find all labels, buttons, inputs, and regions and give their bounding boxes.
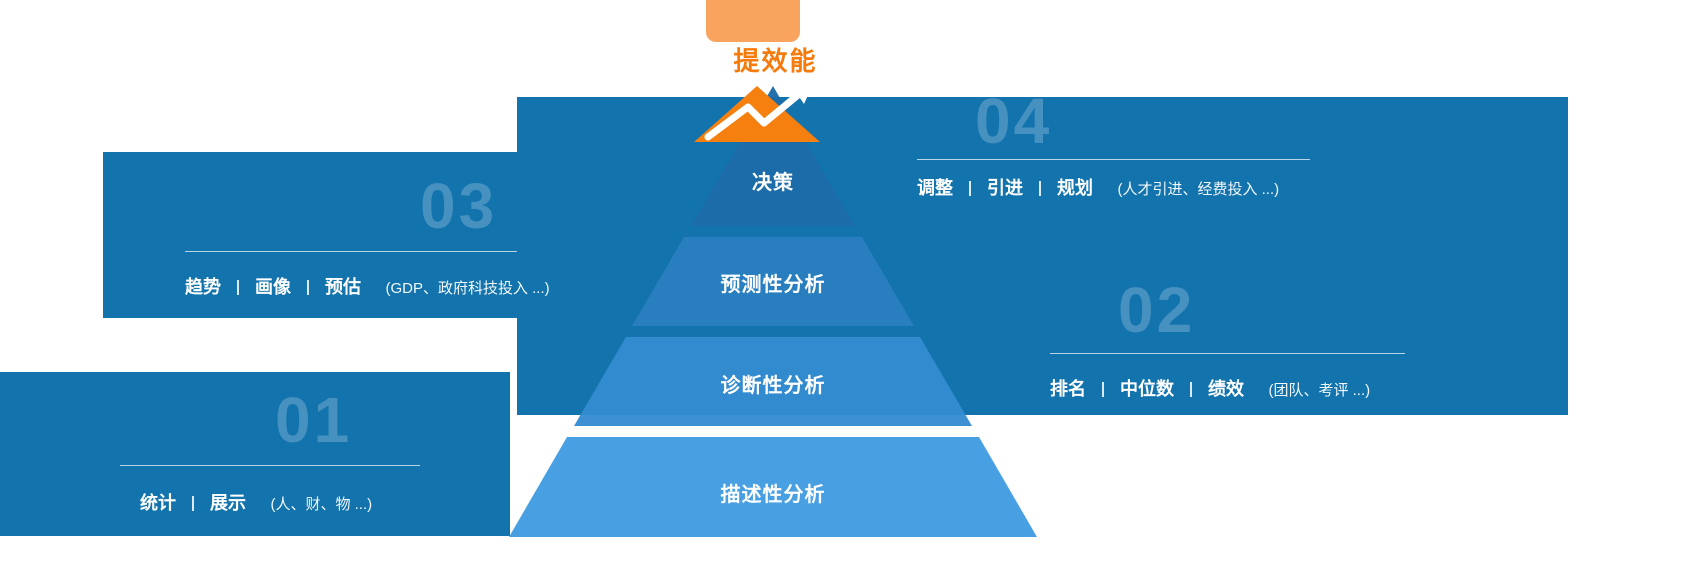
card-content: 统计 展示 (人、财、物 ...) xyxy=(140,492,372,516)
card-keyword: 规划 xyxy=(1057,178,1093,198)
card-keyword: 绩效 xyxy=(1208,379,1244,399)
peak-arrowhead-icon xyxy=(793,82,814,104)
card-keyword: 画像 xyxy=(255,277,291,297)
keyword-divider xyxy=(1039,181,1041,196)
pyramid-label-decision: 决策 xyxy=(752,172,794,194)
card-01-descriptive: 01 统计 展示 (人、财、物 ...) xyxy=(0,372,510,536)
pyramid-level-descriptive-shape xyxy=(509,437,1037,537)
card-keyword: 调整 xyxy=(917,178,953,198)
keyword-divider xyxy=(237,280,239,295)
card-divider-line xyxy=(185,251,575,252)
peak-arrow-icon xyxy=(704,91,802,141)
keyword-divider xyxy=(1102,382,1104,397)
pyramid-level-decision-shape xyxy=(691,86,855,226)
card-note: (GDP、政府科技投入 ...) xyxy=(385,280,550,297)
keyword-divider xyxy=(969,181,971,196)
card-number: 04 xyxy=(975,85,1053,157)
card-keyword: 中位数 xyxy=(1120,379,1174,399)
pyramid-label-diagnostic: 诊断性分析 xyxy=(720,375,826,397)
card-keyword: 统计 xyxy=(140,493,176,513)
keyword-divider xyxy=(1190,382,1192,397)
card-note: (人、财、物 ...) xyxy=(270,496,373,513)
pyramid-level-predictive-shape xyxy=(632,237,914,326)
card-keywords: 统计 展示 xyxy=(140,493,246,513)
card-content: 排名 中位数 绩效 (团队、考评 ...) xyxy=(1050,378,1370,402)
card-divider-line xyxy=(917,159,1310,160)
card-number: 03 xyxy=(420,170,498,242)
card-content: 调整 引进 规划 (人才引进、经费投入 ...) xyxy=(917,177,1279,201)
card-divider-line xyxy=(120,465,420,466)
pyramid-level-diagnostic-shape xyxy=(574,337,972,426)
card-keywords: 调整 引进 规划 xyxy=(917,178,1093,198)
card-keyword: 预估 xyxy=(325,277,361,297)
peak-title: 提效能 xyxy=(733,46,818,76)
peak-flag-icon xyxy=(706,0,800,42)
card-keyword: 展示 xyxy=(210,493,246,513)
card-note: (团队、考评 ...) xyxy=(1268,382,1371,399)
card-number: 02 xyxy=(1118,274,1196,346)
card-note: (人才引进、经费投入 ...) xyxy=(1117,181,1280,198)
card-keywords: 排名 中位数 绩效 xyxy=(1050,379,1244,399)
keyword-divider xyxy=(192,496,194,511)
card-divider-line xyxy=(1050,353,1405,354)
card-keyword: 趋势 xyxy=(185,277,221,297)
keyword-divider xyxy=(307,280,309,295)
pyramid-label-predictive: 预测性分析 xyxy=(720,274,826,296)
card-keyword: 排名 xyxy=(1050,379,1086,399)
pyramid-label-descriptive: 描述性分析 xyxy=(720,484,826,506)
card-keyword: 引进 xyxy=(987,178,1023,198)
card-number: 01 xyxy=(275,384,353,456)
card-content: 趋势 画像 预估 (GDP、政府科技投入 ...) xyxy=(185,276,550,300)
card-04-decision: 04 调整引进规划 (人才引进、经费投入 ...) xyxy=(517,89,1568,255)
card-keywords: 趋势 画像 预估 xyxy=(185,277,361,297)
